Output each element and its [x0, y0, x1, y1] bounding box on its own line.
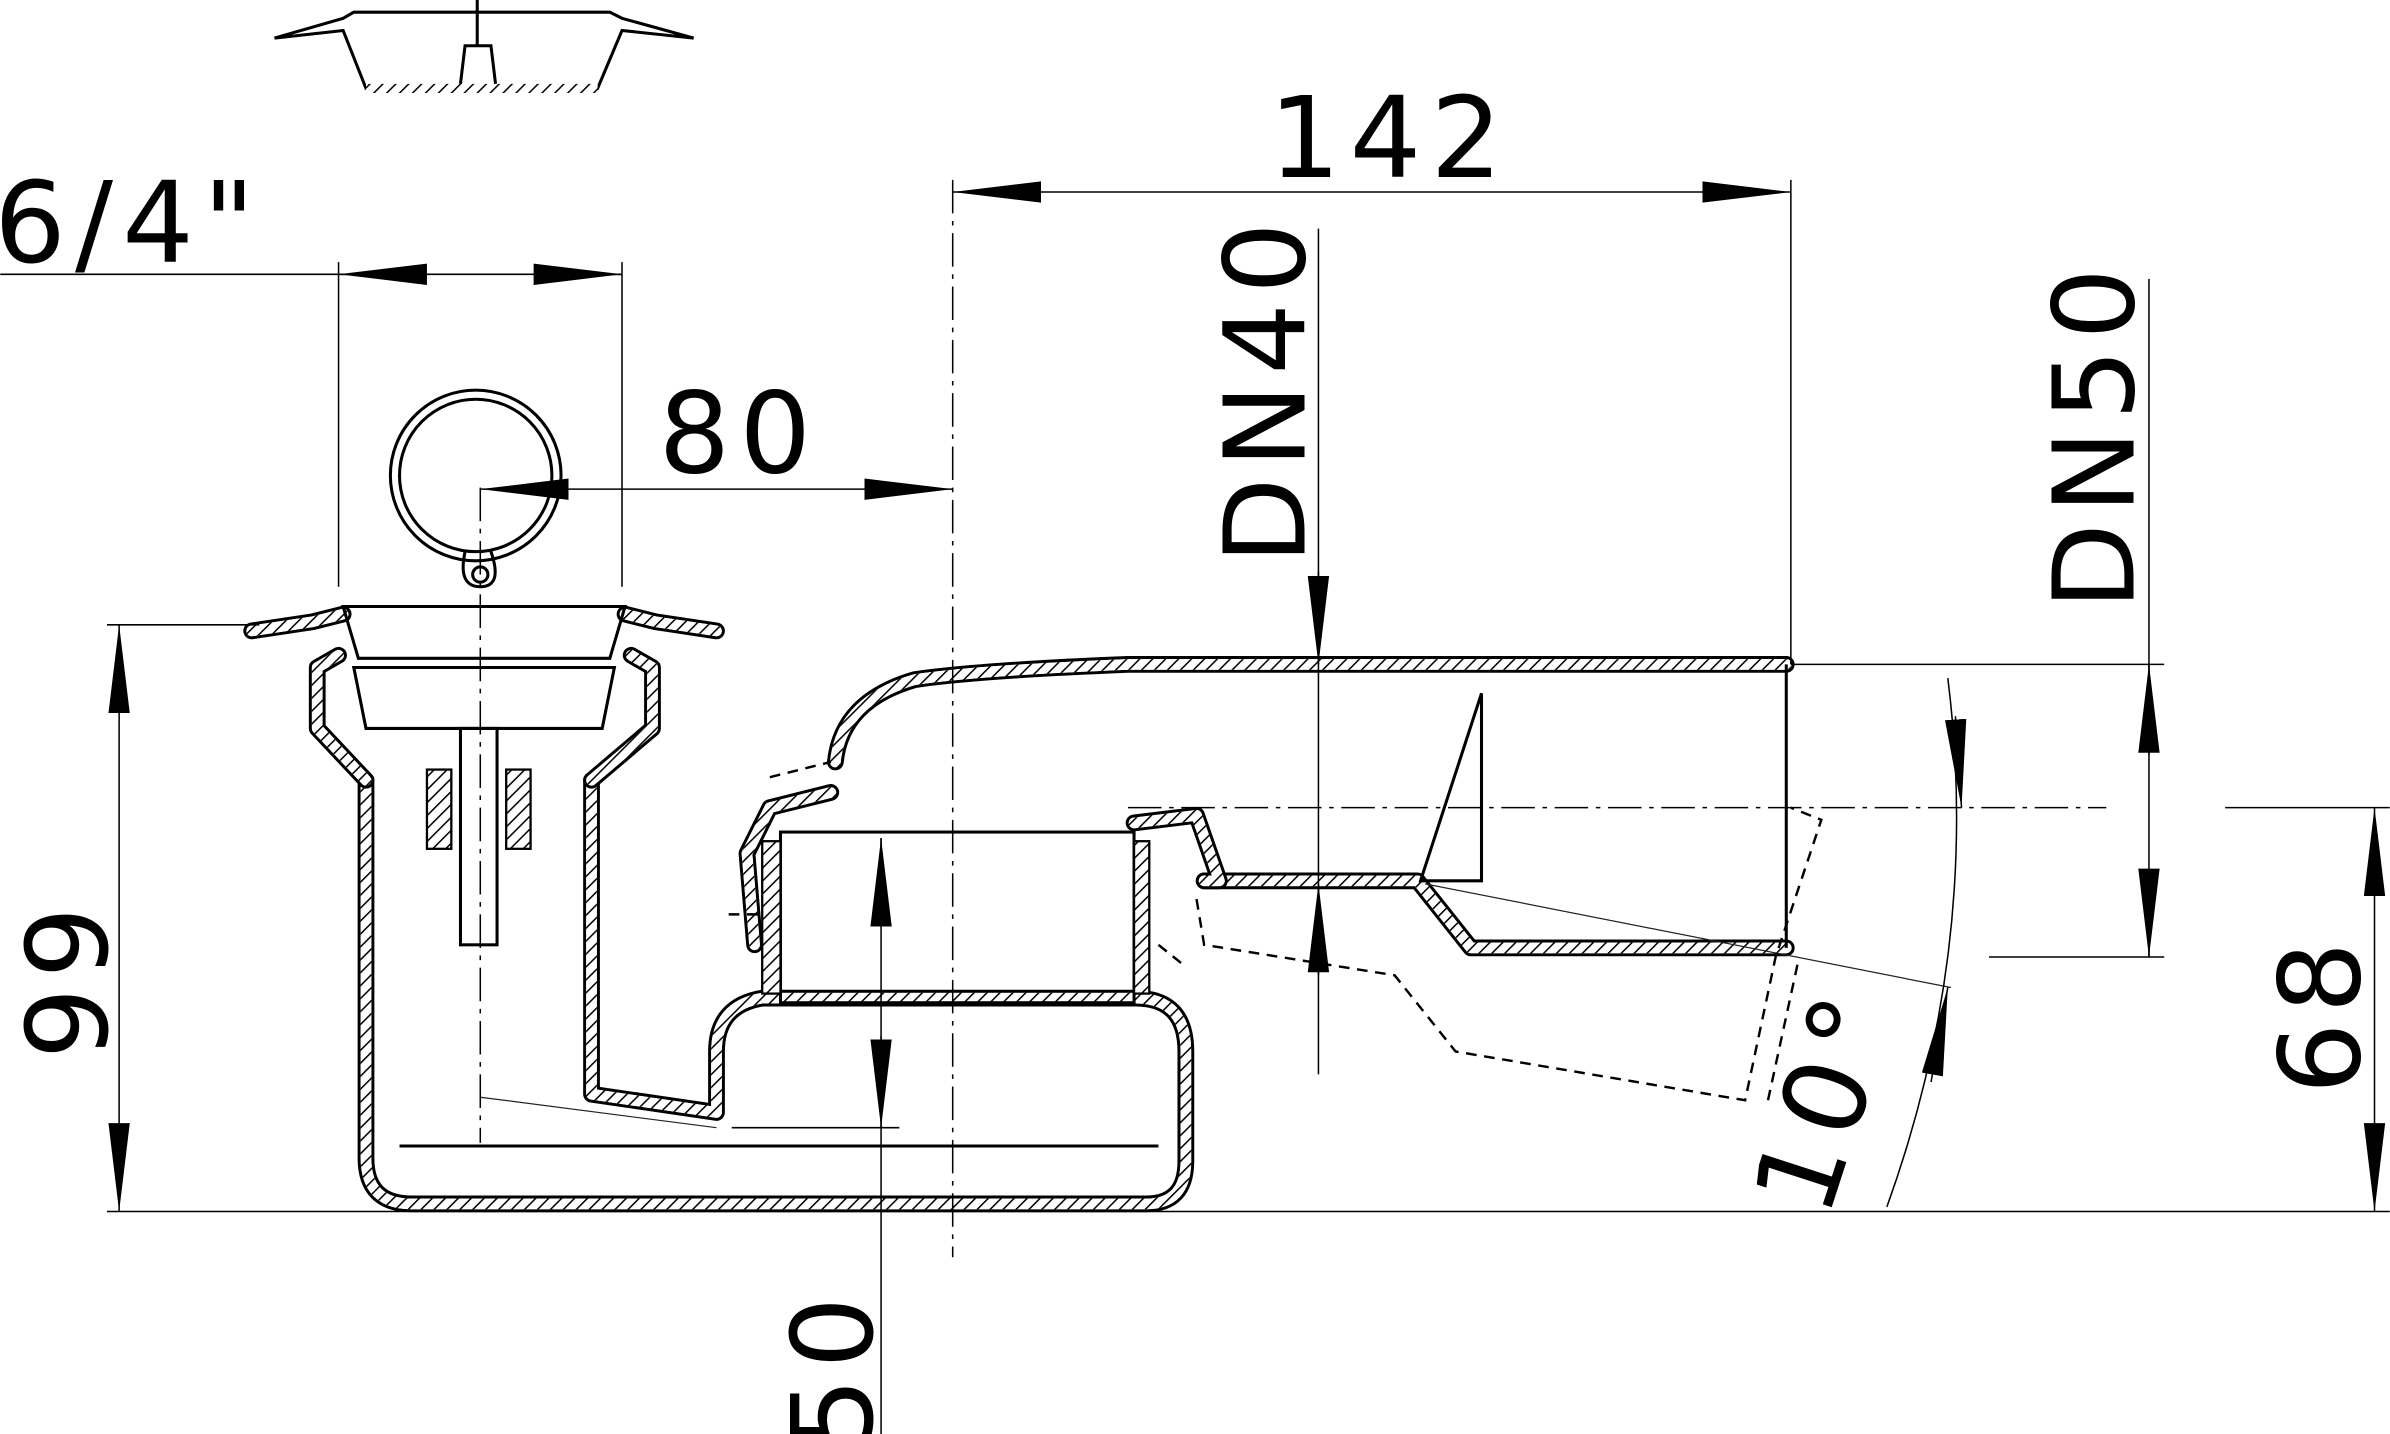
strainer-cap-detail: [274, 0, 695, 93]
label-dn50: DN50: [2029, 259, 2161, 610]
dimension-overall-length: 142: [952, 72, 1792, 665]
label-99: 99: [2, 897, 134, 1059]
trap-body-walls: [252, 614, 1787, 1204]
dimension-inlet-dn: DN40: [1200, 213, 1332, 1075]
swivel-alternate-position: [728, 760, 1951, 1102]
label-dn40: DN40: [1200, 213, 1332, 564]
dimension-outlet-dn: DN50: [1790, 259, 2165, 958]
dimension-offset: 80: [480, 367, 953, 500]
dimension-pipe-size: 6/4": [0, 157, 623, 587]
strainer-basket: [341, 487, 628, 1143]
label-80: 80: [658, 367, 820, 499]
dimension-below-floor: 50: [731, 838, 900, 1434]
label-10-degrees: 10°: [1727, 972, 1923, 1229]
label-68: 68: [2254, 933, 2386, 1095]
inlet-sleeve: [761, 664, 1788, 1005]
label-50: 50: [767, 1288, 899, 1434]
label-6-4-inch: 6/4": [0, 157, 264, 289]
label-142: 142: [1269, 72, 1512, 204]
dimension-outlet-height: 68: [2225, 806, 2390, 1212]
dimension-total-height: 99: [2, 624, 260, 1212]
